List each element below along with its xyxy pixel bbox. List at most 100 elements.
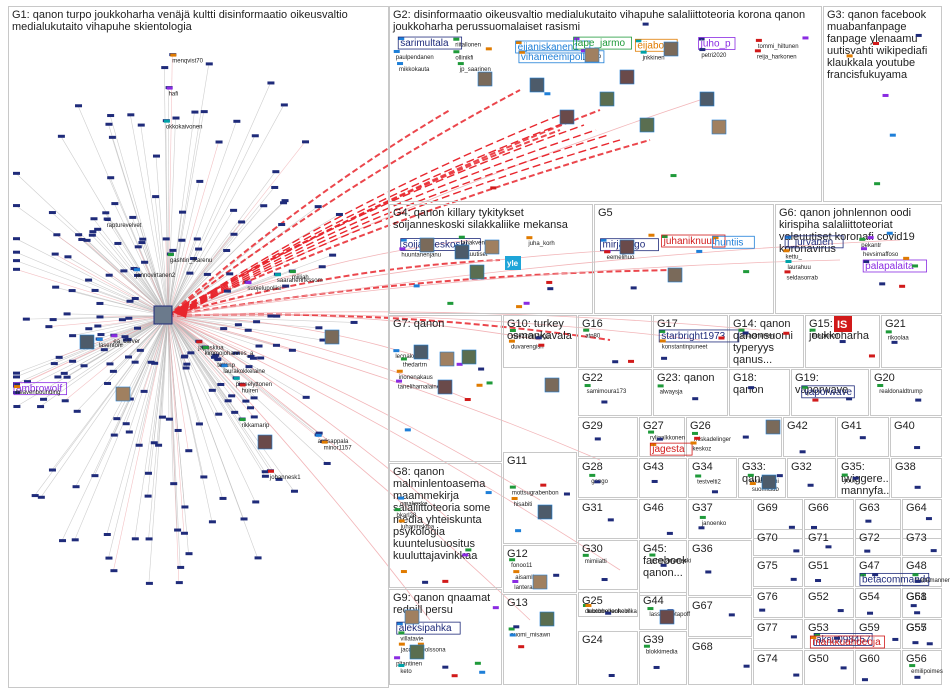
node[interactable] [278, 223, 286, 227]
node-label[interactable]: menqvist70 [172, 59, 203, 65]
node[interactable] [180, 531, 188, 535]
node[interactable] [178, 238, 186, 242]
node[interactable] [513, 570, 520, 574]
node[interactable] [350, 320, 358, 324]
node[interactable] [601, 400, 608, 404]
node[interactable] [239, 418, 246, 422]
node[interactable] [690, 441, 697, 445]
node-label[interactable]: paulpendanen [396, 55, 434, 61]
node-label[interactable]: villatavie [400, 636, 424, 642]
node[interactable] [910, 604, 917, 608]
node[interactable] [802, 36, 809, 40]
node[interactable] [394, 508, 401, 512]
node[interactable] [462, 553, 469, 557]
node[interactable] [14, 385, 20, 389]
node[interactable] [200, 110, 208, 114]
node[interactable] [275, 477, 283, 481]
node[interactable] [846, 397, 853, 401]
node[interactable] [594, 480, 601, 484]
node[interactable] [398, 496, 405, 500]
node[interactable] [513, 625, 520, 629]
node[interactable] [393, 349, 400, 353]
node[interactable] [413, 284, 420, 288]
node[interactable] [748, 386, 755, 390]
node[interactable] [476, 383, 483, 387]
avatar-thumbnail[interactable] [699, 91, 715, 107]
node-label[interactable]: hafi [169, 92, 179, 98]
node[interactable] [49, 318, 57, 322]
node[interactable] [846, 54, 853, 58]
node[interactable] [185, 552, 193, 556]
node-label[interactable]: okkokaivonen [166, 125, 203, 131]
node[interactable] [140, 389, 148, 393]
node[interactable] [141, 260, 149, 264]
node[interactable] [252, 500, 260, 504]
node[interactable] [107, 176, 115, 180]
node[interactable] [196, 179, 204, 183]
node[interactable] [210, 355, 218, 359]
node[interactable] [114, 241, 122, 245]
node[interactable] [400, 570, 407, 574]
node[interactable] [464, 398, 471, 402]
node-label[interactable]: laurakokkelaine [223, 369, 265, 375]
node[interactable] [208, 388, 216, 392]
node[interactable] [509, 633, 516, 637]
node-label[interactable]: pltantinen [396, 661, 422, 667]
node[interactable] [242, 399, 250, 403]
node[interactable] [170, 53, 177, 57]
node[interactable] [909, 664, 916, 668]
node[interactable] [458, 235, 465, 239]
node[interactable] [509, 485, 516, 489]
avatar-thumbnail[interactable] [663, 41, 679, 57]
node[interactable] [96, 301, 104, 305]
node-label[interactable]: rapturevelvet [107, 223, 142, 229]
node[interactable] [137, 123, 145, 127]
node[interactable] [247, 354, 255, 358]
node[interactable] [649, 553, 656, 557]
node-label[interactable]: heavenbounding [16, 390, 60, 396]
node-label[interactable]: soijanneskoski [403, 240, 468, 251]
node[interactable] [319, 338, 327, 342]
node[interactable] [219, 496, 227, 500]
node[interactable] [245, 281, 252, 285]
node[interactable] [152, 154, 160, 158]
node[interactable] [251, 134, 259, 138]
node[interactable] [882, 93, 889, 97]
node[interactable] [40, 397, 48, 401]
node[interactable] [873, 42, 880, 46]
node-label[interactable]: huuntanenjanu [401, 252, 441, 258]
node[interactable] [96, 315, 104, 319]
node[interactable] [250, 415, 258, 419]
node-label[interactable]: emilipoimes [911, 669, 943, 675]
node[interactable] [314, 205, 322, 209]
node[interactable] [518, 50, 525, 54]
node[interactable] [260, 204, 268, 208]
node-label[interactable]: gashtin_ikarenu [170, 258, 212, 264]
node[interactable] [648, 233, 655, 237]
node-label[interactable]: aisamli [515, 575, 534, 581]
node[interactable] [245, 365, 253, 369]
node-label[interactable]: realdonaldtrump [879, 389, 923, 395]
node-label[interactable]: juhaninskipa [400, 524, 435, 530]
node[interactable] [125, 355, 133, 359]
node[interactable] [257, 356, 265, 360]
node[interactable] [94, 324, 102, 328]
node-label[interactable]: palapalaita [865, 261, 914, 272]
node[interactable] [200, 475, 208, 479]
node[interactable] [538, 343, 545, 347]
node[interactable] [699, 515, 706, 519]
node-label[interactable]: blokkimedia [646, 650, 678, 656]
node-label[interactable]: bkarl28 [397, 513, 417, 519]
node[interactable] [825, 545, 832, 549]
node[interactable] [288, 348, 296, 352]
node[interactable] [784, 270, 791, 274]
node[interactable] [422, 580, 429, 584]
node[interactable] [926, 642, 933, 646]
node[interactable] [515, 529, 522, 533]
node[interactable] [447, 301, 454, 305]
node-label[interactable]: huntiis [715, 237, 744, 248]
node[interactable] [131, 360, 139, 364]
node[interactable] [111, 334, 118, 338]
node[interactable] [396, 622, 403, 626]
node[interactable] [125, 430, 133, 434]
